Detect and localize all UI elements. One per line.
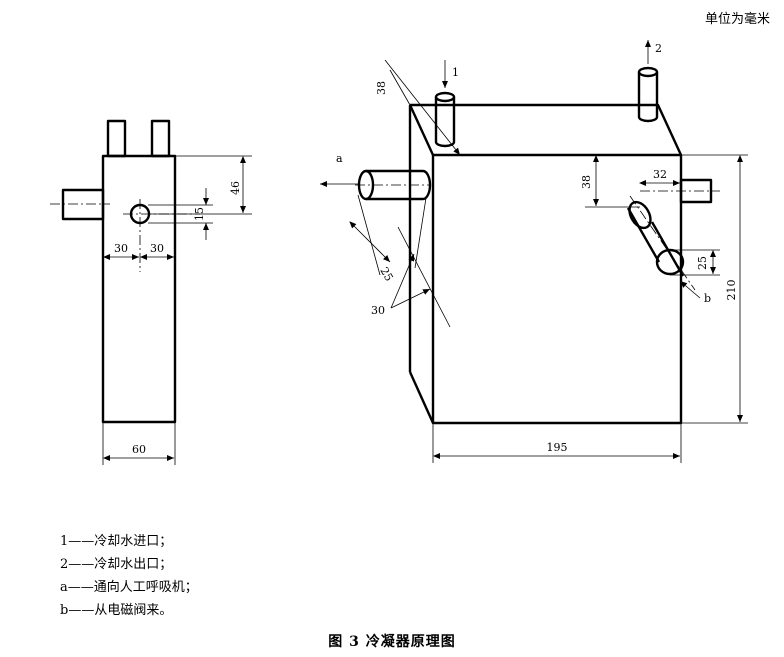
dim-15: 15 [193,207,206,221]
dim-30: 30 [371,304,385,317]
unit-note: 单位为毫米 [704,12,770,27]
pipe-outlet-top [637,66,659,78]
side-pipe-right [150,119,171,158]
legend-item: 1——冷却水进口； [60,534,173,549]
iso-front-face [431,153,683,425]
dim-60: 60 [132,443,146,456]
legend-item: b——从电磁阀来。 [60,603,173,618]
iso-view: 1 2 a b 38 38 [320,40,748,463]
dim-30-right: 30 [150,242,164,255]
legend-item: 2——冷却水出口； [60,557,173,572]
dim-25-left: 25 [377,265,395,284]
dim-38-top: 38 [375,81,388,95]
label-1: 1 [452,66,459,79]
side-view: 46 15 30 30 60 [50,119,252,465]
label-a: a [336,152,343,165]
iso-top-face [410,103,683,156]
pipe-inlet-top [434,91,456,103]
label-2: 2 [655,42,662,55]
side-body [101,154,177,424]
side-pipe-left [106,119,127,158]
side-pipe-horizontal [61,188,105,221]
legend-item: a——通向人工呼吸机； [60,580,198,595]
dim-25-right: 25 [696,256,709,270]
pipe-b-top [628,200,652,230]
dim-195: 195 [547,441,568,454]
dim-30-left: 30 [114,242,128,255]
dim-32: 32 [653,168,667,181]
dim-38-mid: 38 [580,175,593,189]
figure-caption: 图 3 冷凝器原理图 [328,634,456,650]
dim-210: 210 [725,280,738,301]
label-b: b [704,292,711,305]
legend: 1——冷却水进口； 2——冷却水出口； a——通向人工呼吸机； b——从电磁阀来… [60,530,198,622]
dim-46: 46 [229,181,242,195]
